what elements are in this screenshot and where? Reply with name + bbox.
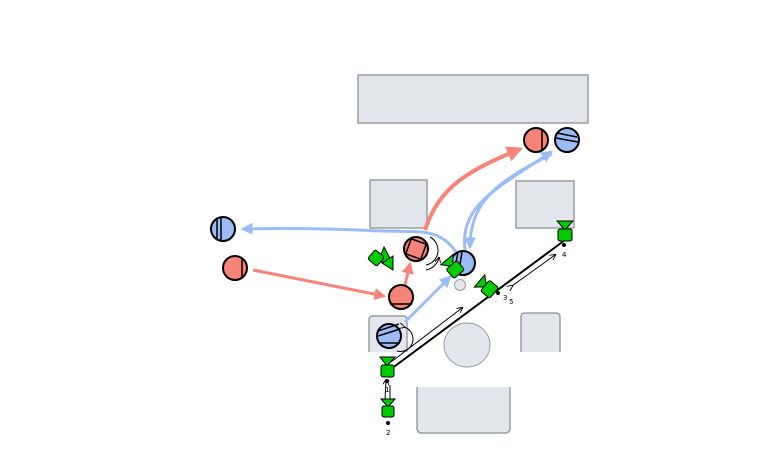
move-arrow	[390, 308, 462, 363]
red-player[interactable]	[403, 236, 429, 262]
blue-player[interactable]	[210, 216, 236, 242]
red-player[interactable]	[222, 255, 248, 281]
robot-icon[interactable]	[555, 220, 575, 242]
blue-pass-arrow	[403, 275, 452, 324]
robot-icon[interactable]	[439, 253, 465, 279]
move-arrow	[512, 255, 555, 286]
red-player[interactable]	[388, 284, 414, 310]
ball[interactable]	[454, 279, 466, 291]
blue-player[interactable]	[376, 323, 402, 349]
center-circle	[443, 322, 491, 368]
top-zone	[357, 74, 589, 124]
rotate-arrow	[396, 327, 414, 352]
robot-cluster-icon[interactable]	[367, 245, 394, 271]
zone-bottom	[416, 387, 511, 434]
marker-label-1: 1	[385, 386, 389, 394]
blue-run-arrow	[464, 152, 553, 250]
rotate-arrow	[425, 236, 439, 266]
red-run-arrow	[423, 146, 523, 231]
zone-left	[369, 179, 428, 229]
rotate-arrow	[425, 258, 439, 271]
marker-label-5: 5	[509, 298, 513, 306]
blue-player[interactable]	[554, 127, 580, 153]
zone-bottom-right	[520, 312, 561, 352]
robot-icon[interactable]	[379, 398, 397, 418]
marker-dot	[385, 379, 389, 383]
robot-icon[interactable]	[473, 273, 499, 299]
marker-label-3: 3	[503, 294, 507, 302]
red-pass-arrow	[401, 261, 414, 286]
marker-dot	[562, 243, 566, 247]
move-arrow	[385, 380, 386, 401]
marker-label-2: 2	[386, 429, 390, 437]
red-player[interactable]	[523, 127, 549, 153]
marker-dot	[496, 291, 500, 295]
red-pass-arrow	[252, 268, 387, 301]
zone-right	[515, 180, 575, 229]
robot-icon[interactable]	[378, 356, 397, 378]
marker-label-4: 4	[562, 251, 567, 259]
marker-dot	[386, 421, 390, 425]
blue-pass-arrow	[240, 222, 458, 253]
